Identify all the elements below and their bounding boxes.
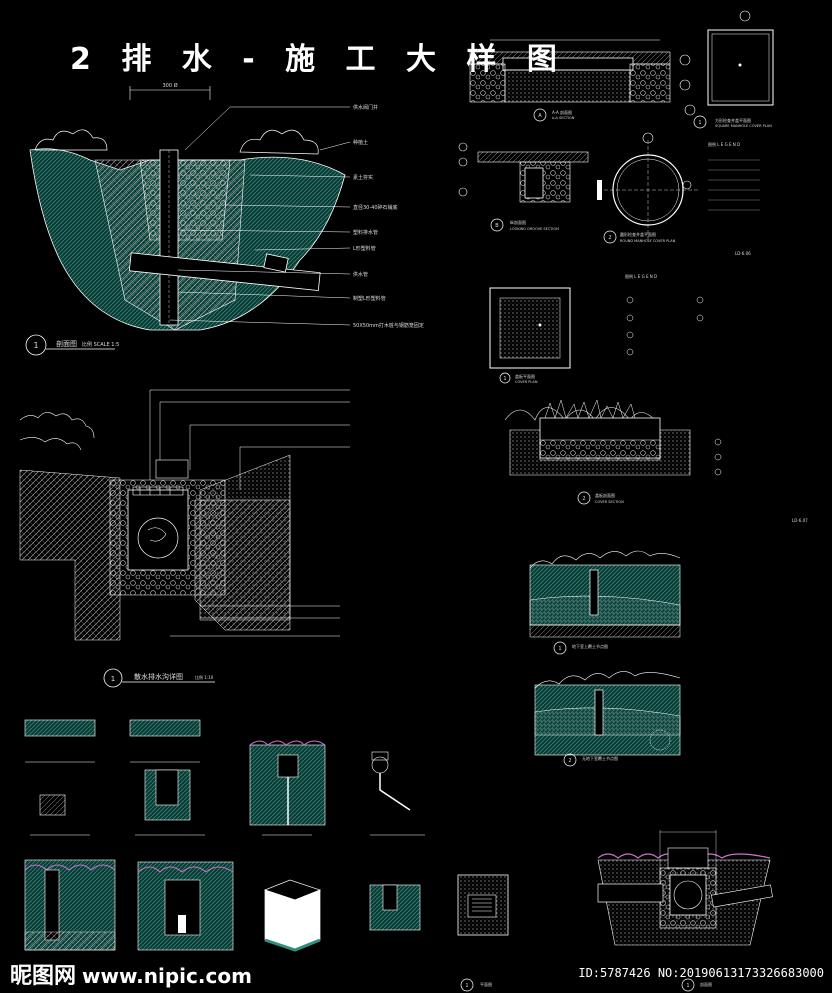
detail-sub: ROUND MANHOLE COVER PLAN (620, 239, 676, 243)
cover-section: 2 盖板剖面图 COVER SECTION LD-6.07 (504, 399, 808, 523)
detail-name: 无地下室覆土节点图 (582, 755, 618, 761)
label: 种植土 (353, 139, 368, 146)
label: 直径30-40碎石铺底 (353, 204, 398, 211)
detail-number: 2 (582, 496, 585, 502)
square-cover-plan: 方形检查井盖平面图 SQUARE MANHOLE COVER PLAN 1 图例… (679, 10, 774, 256)
detail-scale: 比例 SCALE 1:5 (82, 341, 119, 348)
looking-groove-section: B 纵剖面图 LOOKING GROOVE SECTION (458, 142, 589, 232)
detail-name: 剖面图 (700, 981, 712, 987)
detail-2-ditch: 1 散水排水沟详图 比例 1:10 (19, 389, 350, 688)
aa-section: A A-A 剖面图 A-A SECTION (469, 39, 671, 122)
detail-name: 平面图 (480, 981, 492, 987)
detail-number: 1 (698, 120, 701, 126)
detail-name: 地下室上覆土节点图 (572, 643, 608, 649)
detail-number: 2 (568, 758, 571, 764)
detail-name: 圆形检查井盖平面图 (620, 231, 656, 237)
label: 素土夯实 (353, 174, 373, 181)
detail-number: A (538, 113, 542, 119)
dim-label: 300 Ø (162, 82, 177, 89)
label: 50X50mm打木桩与钢筋笼固定 (353, 322, 424, 329)
detail-sub: LOOKING GROOVE SECTION (510, 227, 559, 231)
round-cover-plan: 2 圆形检查井盖平面图 ROUND MANHOLE COVER PLAN (597, 132, 698, 244)
label: 制塑L形塑料管 (353, 295, 386, 302)
watermark-url: www.nipic.com (82, 964, 252, 988)
detail-number: 1 (558, 646, 561, 652)
detail-sub: SQUARE MANHOLE COVER PLAN (715, 124, 772, 128)
detail-name: A-A 剖面图 (552, 109, 572, 115)
detail-scale: 比例 1:10 (195, 674, 214, 680)
underground-detail-2: 2 无地下室覆土节点图 (534, 671, 681, 767)
detail-name: 剖面图 (56, 339, 77, 348)
watermark-id: ID:5787426 NO:20190613173326683000 (578, 966, 824, 980)
detail-number: 1 (465, 983, 468, 989)
detail-name: 盖板平面图 (515, 373, 535, 379)
label: 供水管 (353, 271, 368, 278)
inlet-section: 1 剖面图 (597, 830, 773, 992)
detail-name: 方形检查井盖平面图 (715, 117, 751, 123)
legend-title: 图例 L E G E N D (625, 273, 657, 279)
detail-sub: COVER SECTION (595, 500, 624, 504)
detail-number: 1 (33, 341, 38, 350)
label: L形塑料管 (353, 245, 376, 252)
label: 塑料排水管 (353, 229, 378, 236)
detail-number: 2 (608, 235, 611, 241)
detail-name: 盖板剖面图 (595, 492, 615, 498)
underground-detail-1: 1 地下室上覆土节点图 (529, 550, 681, 655)
label: 供水阀门井 (353, 104, 378, 111)
detail-name: 纵剖面图 (510, 219, 526, 225)
legend-title: 图例 L E G E N D (708, 141, 740, 147)
detail-number: 1 (503, 376, 506, 382)
detail-sub: A-A SECTION (552, 116, 575, 120)
detail-number: 1 (111, 675, 115, 683)
watermark-brand: 昵图网 (10, 964, 77, 989)
detail-name: 散水排水沟详图 (134, 672, 183, 681)
detail-sub: COVER PLAN (515, 380, 538, 384)
detail-1-section: 300 Ø 供水阀门井 种植土 素土夯实 直径30-40碎石铺 (25, 82, 424, 356)
cover-plan: 1 盖板平面图 COVER PLAN 图例 L E G E N D (489, 273, 704, 384)
detail-number: 1 (686, 983, 689, 989)
inlet-plan: 1 平面图 (457, 874, 509, 992)
small-details (24, 719, 425, 952)
sheet-number: LD-6.06 (735, 251, 751, 256)
sheet-number: LD-6.07 (792, 518, 808, 523)
detail-number: B (495, 223, 499, 229)
sheet-title: 2 排 水 - 施 工 大 样 图 (70, 42, 567, 77)
